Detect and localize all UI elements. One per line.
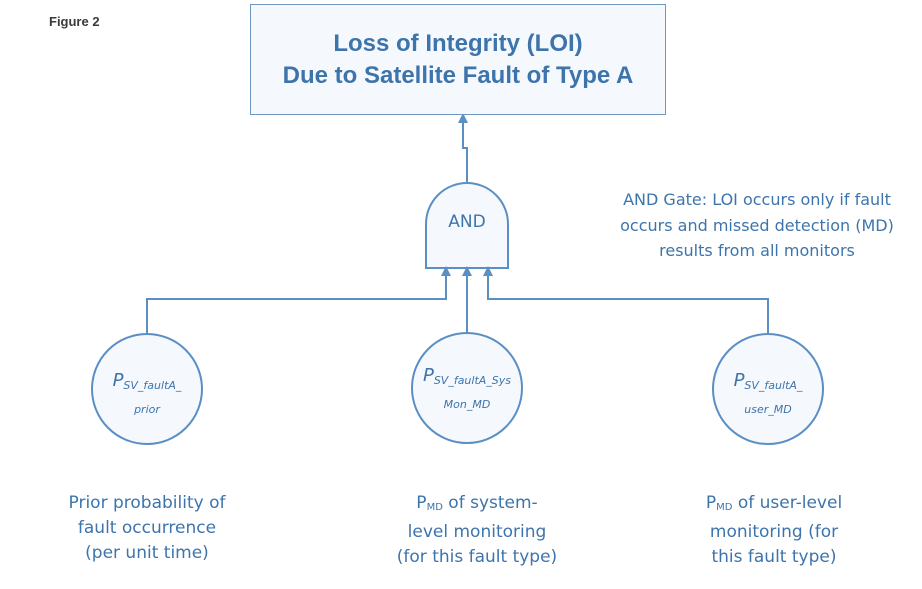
and-gate-label: AND bbox=[448, 212, 486, 232]
caption-line3: (per unit time) bbox=[85, 543, 209, 563]
right-connector bbox=[483, 266, 769, 335]
caption-line1-rest: of system- bbox=[442, 493, 538, 513]
caption-line1: PMD of system- bbox=[357, 491, 597, 520]
caption-prior: Prior probability of fault occurrence (p… bbox=[27, 491, 267, 566]
caption-line2: level monitoring bbox=[407, 522, 547, 542]
probability-symbol: P bbox=[733, 370, 745, 391]
and-gate-shape bbox=[425, 182, 509, 269]
caption-line3: (for this fault type) bbox=[396, 547, 558, 567]
gate-note-line3: results from all monitors bbox=[659, 241, 855, 260]
subscript-line1: SV_faultA_ bbox=[744, 379, 803, 392]
event-circle-prior bbox=[91, 333, 203, 445]
caption-line1: PMD of user-level bbox=[654, 491, 894, 520]
event-circle-user-monitoring bbox=[712, 333, 824, 445]
event-label-prior: PSV_faultA_ prior bbox=[92, 369, 202, 418]
caption-user-monitoring: PMD of user-level monitoring (for this f… bbox=[654, 491, 894, 570]
caption-p-symbol: P bbox=[416, 493, 427, 513]
probability-symbol: P bbox=[422, 365, 434, 386]
gate-note-line2: occurs and missed detection (MD) bbox=[620, 215, 894, 235]
gate-to-top-connector bbox=[458, 113, 468, 182]
caption-line1: Prior probability of bbox=[68, 493, 226, 513]
figure-label: Figure 2 bbox=[49, 14, 100, 29]
left-connector bbox=[146, 266, 451, 335]
subscript-line2: Mon_MD bbox=[443, 398, 491, 411]
gate-note-line1: AND Gate: LOI occurs only if fault bbox=[623, 190, 891, 209]
subscript-line2: prior bbox=[134, 403, 160, 416]
subscript-line2: user_MD bbox=[744, 403, 792, 416]
caption-system-monitoring: PMD of system- level monitoring (for thi… bbox=[357, 491, 597, 570]
caption-p-symbol: P bbox=[705, 493, 717, 513]
caption-line2: fault occurrence bbox=[77, 518, 217, 538]
caption-line2: monitoring (for bbox=[709, 522, 839, 542]
event-circle-system-monitoring bbox=[411, 332, 523, 444]
caption-md-subscript: MD bbox=[716, 502, 733, 513]
caption-line3: this fault type) bbox=[711, 547, 837, 567]
subscript-line1: SV_faultA_Sys bbox=[433, 374, 512, 387]
caption-line1-rest: of user-level bbox=[732, 493, 843, 513]
event-label-user-monitoring: PSV_faultA_ user_MD bbox=[713, 369, 823, 418]
top-event-box: Loss of Integrity (LOI) Due to Satellite… bbox=[250, 4, 666, 115]
top-event-title-line2: Due to Satellite Fault of Type A bbox=[282, 61, 634, 89]
top-event-title-line1: Loss of Integrity (LOI) bbox=[333, 29, 583, 57]
subscript-line1: SV_faultA_ bbox=[123, 379, 182, 392]
caption-md-subscript: MD bbox=[426, 502, 443, 513]
probability-symbol: P bbox=[112, 370, 124, 391]
event-label-system-monitoring: PSV_faultA_Sys Mon_MD bbox=[402, 364, 532, 413]
and-gate-note: AND Gate: LOI occurs only if fault occur… bbox=[596, 187, 918, 264]
